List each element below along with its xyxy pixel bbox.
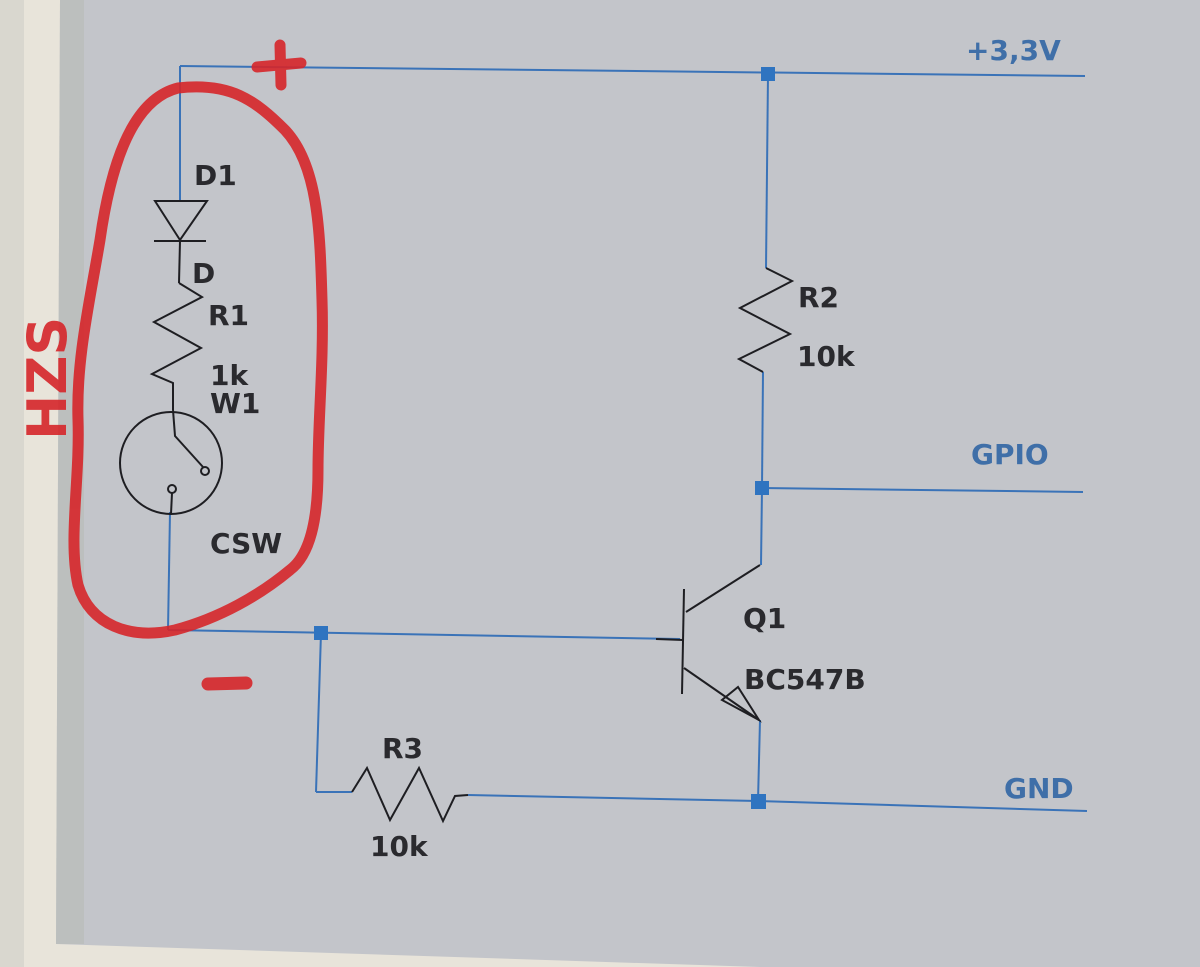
emitter-arrow-icon (720, 685, 762, 723)
transistor-base-bar (681, 588, 685, 695)
label-r3-value: 10k (370, 830, 429, 863)
annotation-side-note: HZS (16, 317, 79, 440)
diode-symbol-icon (153, 200, 209, 242)
wire-gpio-rail (761, 487, 1084, 493)
plus-sign-icon (251, 39, 307, 91)
label-r1-ref: R1 (208, 299, 249, 332)
label-r1-value: 1k (210, 359, 249, 392)
switch-contact-1 (200, 466, 210, 476)
schematic-panel (56, 0, 1200, 967)
label-r3-ref: R3 (382, 732, 423, 765)
diode-d1[interactable] (153, 200, 209, 284)
junction-gnd (751, 794, 766, 809)
wire-vcc-rail (179, 65, 1086, 77)
label-d1-ref: D1 (194, 159, 237, 192)
wire-r3-right (467, 794, 759, 802)
resistor-r3-icon[interactable] (351, 765, 469, 824)
transistor-collector-lead (685, 564, 761, 613)
label-w1-ref: W1 (210, 387, 260, 420)
junction-vcc (761, 67, 775, 81)
wire-switch-to-base (167, 511, 171, 631)
junction-gpio (755, 481, 769, 495)
wire-base-line (167, 629, 681, 640)
wires (167, 65, 1088, 812)
net-label-gpio: GPIO (971, 438, 1049, 471)
wire-junction-to-r3 (315, 632, 322, 793)
transistor-q1[interactable] (655, 564, 762, 723)
switch-lever (172, 409, 204, 468)
label-r2-ref: R2 (798, 281, 839, 314)
minus-sign-icon (201, 676, 253, 691)
label-w1-value: CSW (210, 527, 282, 560)
diode-lead (178, 240, 181, 284)
label-r2-value: 10k (797, 340, 856, 373)
annotation-loop (68, 81, 328, 639)
transistor-base-lead (655, 638, 684, 641)
resistor-r2-icon[interactable] (736, 267, 795, 373)
wire-vcc-to-r2 (765, 73, 769, 269)
wire-gpio-to-collector (760, 487, 763, 566)
wire-r2-to-gpio (761, 371, 764, 489)
red-annotations: HZS (16, 39, 328, 691)
label-q1-value: BC547B (744, 663, 866, 696)
transistor-emitter-lead (683, 667, 760, 721)
wire-emitter-to-gnd (757, 719, 761, 802)
switch-lead (170, 492, 173, 515)
resistor-r1-icon[interactable] (149, 282, 205, 410)
net-label-vcc: +3,3V (966, 34, 1061, 67)
left-paper-strip (0, 0, 24, 967)
net-label-gnd: GND (1004, 772, 1074, 805)
switch-w1[interactable] (119, 409, 223, 515)
wire-gnd-rail (757, 800, 1088, 812)
label-q1-ref: Q1 (743, 602, 786, 635)
panel-shade (56, 0, 84, 944)
junction-base (314, 626, 328, 640)
label-d1-value: D (192, 257, 215, 290)
